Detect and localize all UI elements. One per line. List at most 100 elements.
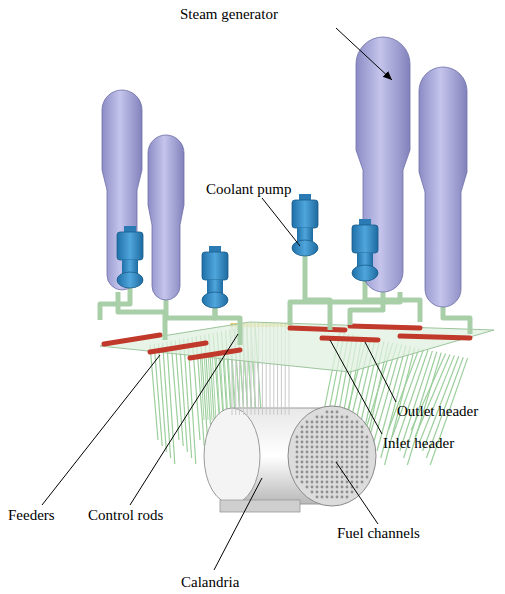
fuel-channel-end <box>351 461 354 464</box>
fuel-channel-end <box>356 451 359 454</box>
pipe <box>305 250 330 330</box>
fuel-channel-end <box>356 471 359 474</box>
fuel-channel-end <box>336 421 339 424</box>
fuel-channel-end <box>361 426 364 429</box>
fuel-channel-end <box>301 426 304 429</box>
part-label: Steam generator <box>180 5 278 23</box>
fuel-channel-end <box>306 456 309 459</box>
fuel-channel-end <box>366 441 369 444</box>
part-label: Outlet header <box>397 402 478 420</box>
calandria-end <box>204 408 260 504</box>
pipe <box>290 292 400 325</box>
fuel-channel-end <box>346 421 349 424</box>
header-bar <box>104 335 160 344</box>
fuel-channel-end <box>311 421 314 424</box>
fuel-channel-end <box>321 426 324 429</box>
fuel-channel-end <box>331 446 334 449</box>
fuel-channel-end <box>326 441 329 444</box>
fuel-channel-end <box>321 471 324 474</box>
fuel-channel-end <box>316 471 319 474</box>
fuel-channel-end <box>336 491 339 494</box>
fuel-channel-end <box>331 441 334 444</box>
coolant-pumps <box>117 194 378 308</box>
fuel-channel-end <box>296 461 299 464</box>
fuel-channel-end <box>326 416 329 419</box>
fuel-channel-end <box>336 476 339 479</box>
header-bar <box>150 343 206 352</box>
fuel-channel-end <box>326 461 329 464</box>
fuel-channel-end <box>361 461 364 464</box>
fuel-channel-end <box>336 411 339 414</box>
fuel-channel-end <box>316 491 319 494</box>
header-bar <box>190 350 240 358</box>
fuel-channel-end <box>351 451 354 454</box>
fuel-channel-end <box>296 466 299 469</box>
fuel-channel-end <box>356 466 359 469</box>
fuel-channel-end <box>341 426 344 429</box>
fuel-channel-end <box>316 481 319 484</box>
fuel-channel-end <box>306 431 309 434</box>
fuel-channel-end <box>356 426 359 429</box>
fuel-channel-end <box>361 431 364 434</box>
fuel-channel-end <box>336 416 339 419</box>
fuel-channel-end <box>306 451 309 454</box>
pump-casing <box>292 240 318 256</box>
fuel-channel-end <box>301 471 304 474</box>
fuel-channel-end <box>311 476 314 479</box>
fuel-channel-end <box>356 446 359 449</box>
fuel-channel-end <box>306 466 309 469</box>
fuel-channel-end <box>351 491 354 494</box>
pump-casing <box>352 265 378 281</box>
fuel-channel-end <box>316 441 319 444</box>
fuel-channel-end <box>341 431 344 434</box>
steam-generator <box>419 67 467 307</box>
fuel-channel-end <box>341 441 344 444</box>
fuel-channel-end <box>301 441 304 444</box>
fuel-channel-end <box>296 446 299 449</box>
fuel-channel-end <box>361 481 364 484</box>
fuel-channel-end <box>366 461 369 464</box>
fuel-channel-end <box>356 476 359 479</box>
pipe <box>443 307 470 334</box>
fuel-channel-end <box>331 491 334 494</box>
fuel-channel-end <box>351 481 354 484</box>
fuel-channel-end <box>321 491 324 494</box>
fuel-channel-end <box>351 446 354 449</box>
steam-generators <box>102 37 467 307</box>
fuel-channel-end <box>356 421 359 424</box>
fuel-channel-end <box>311 456 314 459</box>
fuel-channel-end <box>366 456 369 459</box>
fuel-channel-end <box>346 471 349 474</box>
fuel-channel-end <box>336 466 339 469</box>
part-label: Feeders <box>8 506 55 524</box>
fuel-channel-end <box>361 471 364 474</box>
leader-line <box>42 355 160 505</box>
header-deck <box>100 322 494 372</box>
feeder-pipe <box>163 343 171 458</box>
fuel-channel-end <box>311 471 314 474</box>
fuel-channel-end <box>341 496 344 499</box>
leader-line <box>262 198 300 246</box>
pipe <box>350 292 383 325</box>
pump-casing <box>202 292 228 308</box>
fuel-channel-end <box>321 481 324 484</box>
leader-line <box>130 334 238 505</box>
fuel-channel-end <box>306 446 309 449</box>
fuel-channel-end <box>311 461 314 464</box>
fuel-channel-end <box>306 481 309 484</box>
fuel-channel-end <box>321 461 324 464</box>
fuel-channel-end <box>341 461 344 464</box>
fuel-channel-end <box>341 451 344 454</box>
fuel-channel-end <box>316 486 319 489</box>
fuel-channel-end <box>351 436 354 439</box>
fuel-channel-end <box>361 441 364 444</box>
fuel-channel-end <box>321 466 324 469</box>
fuel-channel-end <box>301 446 304 449</box>
fuel-channel-end <box>336 496 339 499</box>
feeder-pipe <box>200 352 204 420</box>
fuel-channel-end <box>356 486 359 489</box>
pipe <box>118 292 165 340</box>
fuel-channel-end <box>351 456 354 459</box>
fuel-channel-end <box>366 451 369 454</box>
pump-casing <box>117 272 143 288</box>
